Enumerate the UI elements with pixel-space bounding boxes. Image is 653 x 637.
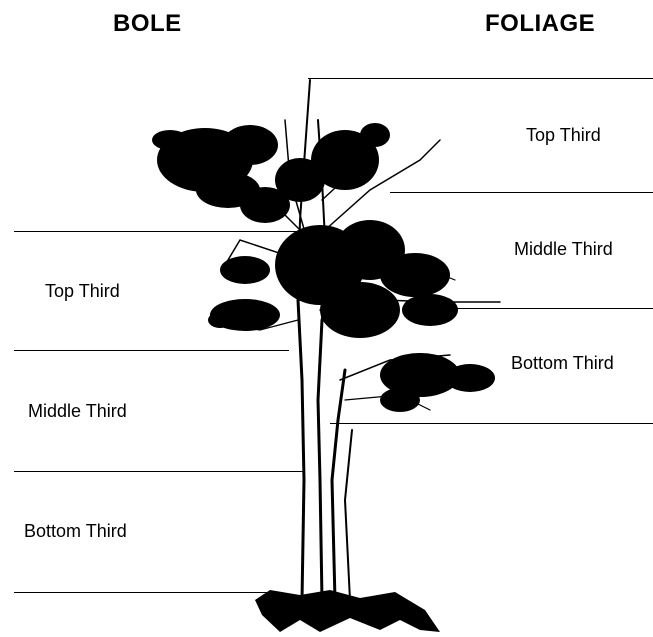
foliage-bottom-third-label: Bottom Third [511, 353, 614, 374]
foliage-top-middle-line [390, 192, 653, 193]
bole-middle-third-label: Middle Third [28, 401, 127, 422]
bole-top-third-label: Top Third [45, 281, 120, 302]
foliage-middle-bottom-line [410, 308, 653, 309]
bole-middle-bottom-line [14, 471, 304, 472]
tree-ground [255, 590, 440, 632]
bole-top-boundary-line [14, 231, 314, 232]
foliage-middle-third-label: Middle Third [514, 239, 613, 260]
foliage-top-third-label: Top Third [526, 125, 601, 146]
foliage-top-boundary-line [308, 78, 653, 79]
bole-top-middle-line [14, 350, 289, 351]
bole-bottom-third-label: Bottom Third [24, 521, 127, 542]
bole-base-line [14, 592, 276, 593]
foliage-base-line [330, 423, 653, 424]
